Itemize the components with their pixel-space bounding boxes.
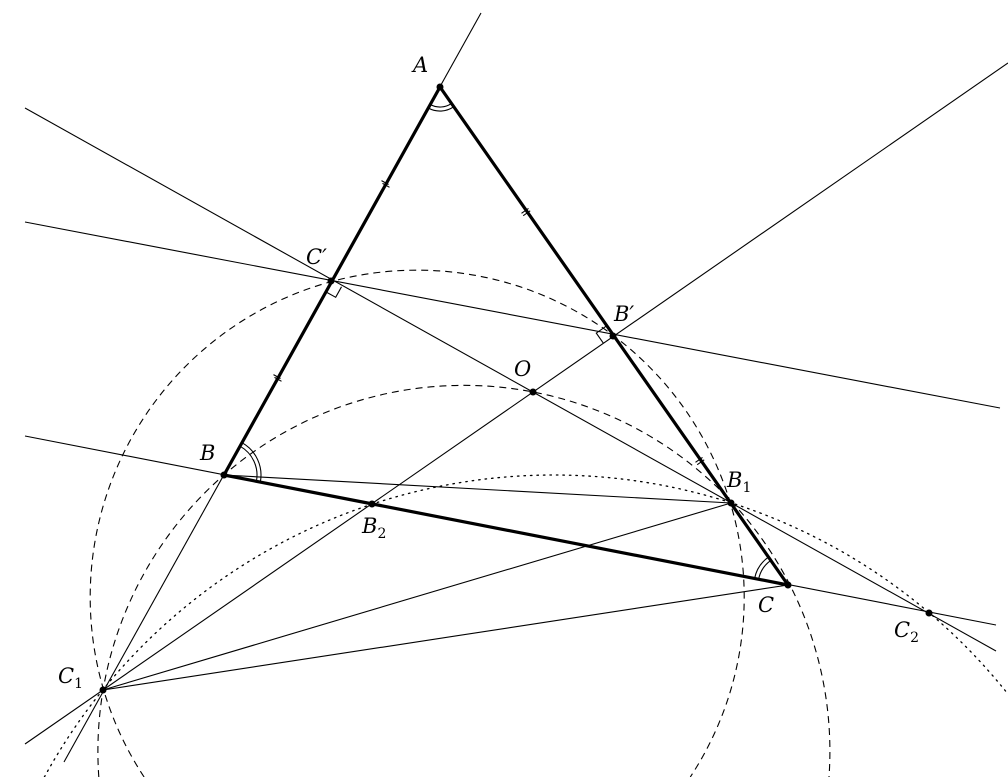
circle-b-o-c bbox=[97, 384, 831, 777]
label-c1: C1 bbox=[58, 664, 83, 692]
label-c: C bbox=[758, 593, 774, 617]
tick-mark-ac-prime bbox=[381, 180, 390, 188]
point-c2 bbox=[925, 609, 933, 617]
point-b1 bbox=[727, 499, 735, 507]
line-c-prime-o-b1-c2 bbox=[24, 107, 997, 652]
angle-mark-c bbox=[754, 556, 772, 580]
label-b: B bbox=[199, 441, 215, 465]
circle-c1-b2-b1-c2 bbox=[43, 474, 1008, 777]
angle-mark-a bbox=[428, 102, 455, 112]
tick-mark-c-prime-b bbox=[273, 374, 282, 382]
right-angle-mark-b-prime bbox=[595, 325, 607, 344]
label-c2: C2 bbox=[894, 618, 919, 646]
label-b1: B1 bbox=[726, 468, 751, 496]
point-a bbox=[436, 83, 444, 91]
triangle-abc bbox=[222, 85, 790, 587]
point-b bbox=[220, 471, 228, 479]
point-c1 bbox=[99, 686, 107, 694]
tick-mark-ab-prime bbox=[521, 207, 531, 217]
line-c-prime-b-prime bbox=[24, 221, 1001, 409]
circle-c-prime-b-prime-b1-c1 bbox=[89, 269, 745, 777]
right-angle-mark-c-prime bbox=[324, 286, 342, 299]
segment-b-b1 bbox=[223, 474, 732, 504]
point-c bbox=[784, 581, 792, 589]
angle-mark-b bbox=[239, 442, 262, 483]
tick-mark-b-prime-c bbox=[695, 456, 705, 466]
point-c-prime bbox=[327, 277, 335, 285]
label-c-prime: C′ bbox=[306, 245, 327, 269]
point-b-prime bbox=[609, 332, 617, 340]
segment-c1-b1 bbox=[102, 502, 732, 691]
label-b2: B2 bbox=[361, 514, 386, 542]
point-b2 bbox=[368, 500, 376, 508]
label-a: A bbox=[411, 53, 428, 77]
point-o bbox=[529, 388, 537, 396]
label-o: O bbox=[514, 357, 531, 381]
line-c1-o-b-prime bbox=[24, 62, 1008, 745]
label-b-prime: B′ bbox=[613, 302, 634, 326]
segment-c1-c bbox=[102, 584, 789, 691]
